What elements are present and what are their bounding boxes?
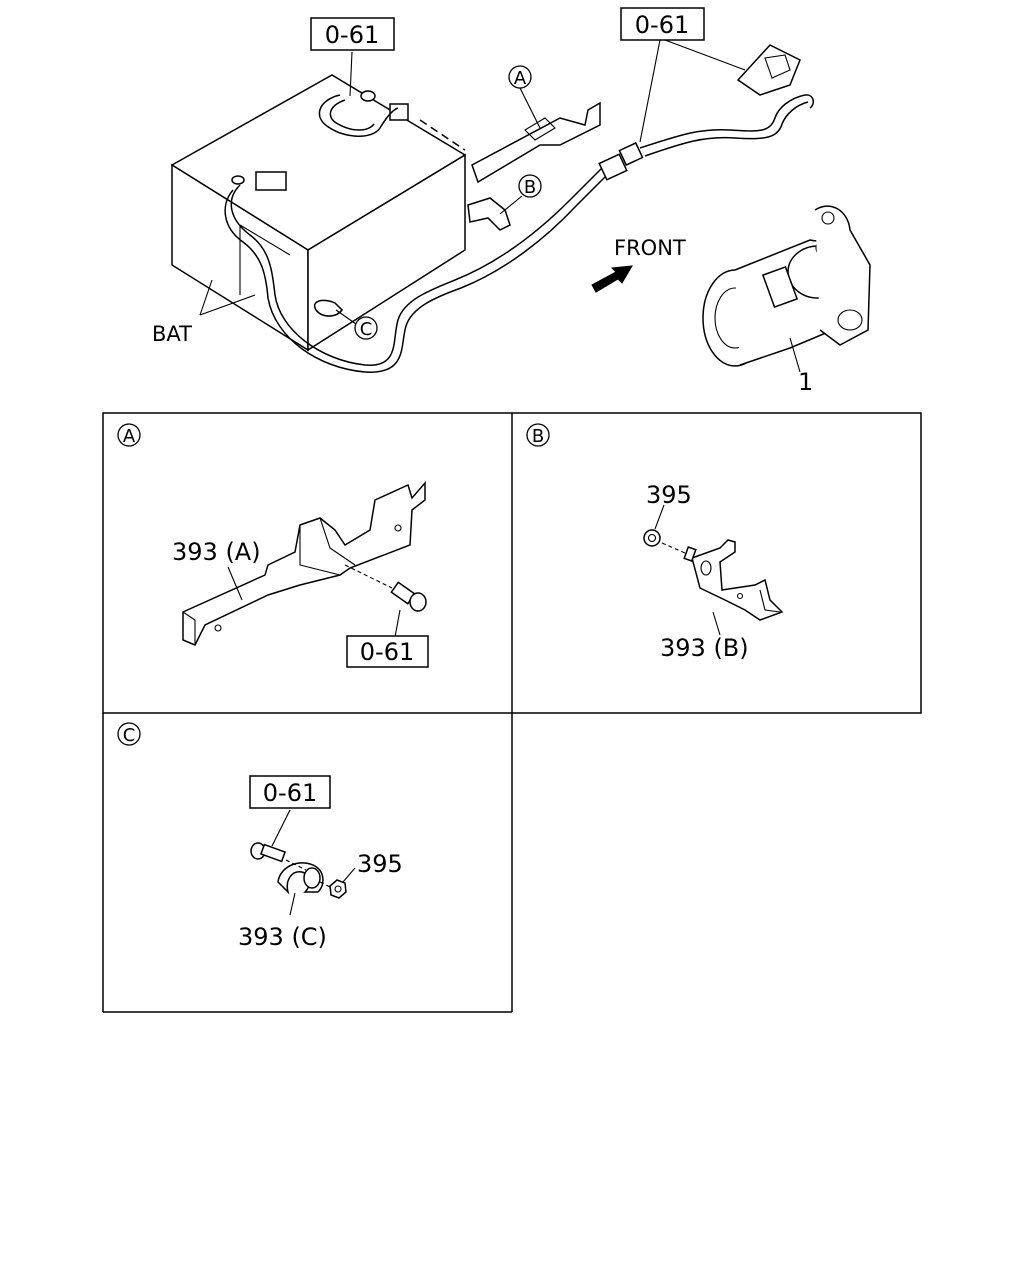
detail-a-ref-box — [346, 635, 429, 668]
marker-a-circle — [508, 65, 532, 89]
marker-a-text: A — [514, 68, 527, 89]
bracket-b-main — [467, 197, 511, 231]
marker-b-circle — [518, 174, 542, 198]
marker-b-text: B — [524, 177, 536, 198]
ref-label-top-left: 0-61 — [325, 21, 379, 49]
detail-c-marker-text: C — [123, 725, 136, 746]
starter-motor-drawing — [702, 205, 871, 373]
detail-c-marker-circle — [117, 722, 141, 746]
front-arrow-icon — [591, 265, 633, 293]
detail-c-ref-label: 0-61 — [263, 779, 317, 807]
detail-c-nut-drawing — [329, 879, 347, 899]
detail-a-marker-circle — [117, 423, 141, 447]
starter-part-number: 1 — [798, 368, 813, 396]
detail-c-ref-box — [249, 775, 331, 809]
detail-a-marker-text: A — [123, 426, 136, 447]
detail-b-marker-circle — [526, 423, 550, 447]
detail-c-part-nut: 395 — [357, 850, 403, 878]
detail-c-panel: C 0-61 395 393 (C) — [117, 722, 403, 951]
battery-drawing — [170, 74, 467, 352]
detail-a-bolt-drawing — [344, 564, 427, 612]
main-overview — [170, 39, 871, 373]
detail-a-part-bracket: 393 (A) — [172, 538, 261, 566]
detail-a-panel: A 393 (A) 0-61 — [117, 423, 429, 668]
detail-b-marker-text: B — [532, 426, 544, 447]
ref-label-top-right: 0-61 — [635, 11, 689, 39]
detail-a-ref-label: 0-61 — [360, 638, 414, 666]
detail-c-clip-drawing — [277, 859, 333, 895]
bat-label: BAT — [152, 322, 192, 346]
marker-c-circle — [354, 316, 378, 340]
ref-box-top-left — [310, 17, 395, 51]
front-label: FRONT — [614, 236, 686, 260]
bracket-a-main — [471, 101, 601, 184]
detail-b-panel: B 395 393 (B) — [526, 423, 784, 662]
detail-panels-frame — [102, 412, 922, 1013]
detail-b-bracket-drawing — [683, 539, 784, 621]
detail-b-part-bracket: 393 (B) — [660, 634, 749, 662]
detail-b-part-nut: 395 — [646, 481, 692, 509]
marker-c-text: C — [360, 319, 373, 340]
detail-c-part-clip: 393 (C) — [238, 923, 327, 951]
ref-box-top-right — [620, 7, 705, 41]
detail-c-bolt-drawing — [250, 842, 287, 863]
detail-a-bracket-drawing — [182, 480, 426, 646]
detail-b-nut-drawing — [643, 529, 686, 554]
